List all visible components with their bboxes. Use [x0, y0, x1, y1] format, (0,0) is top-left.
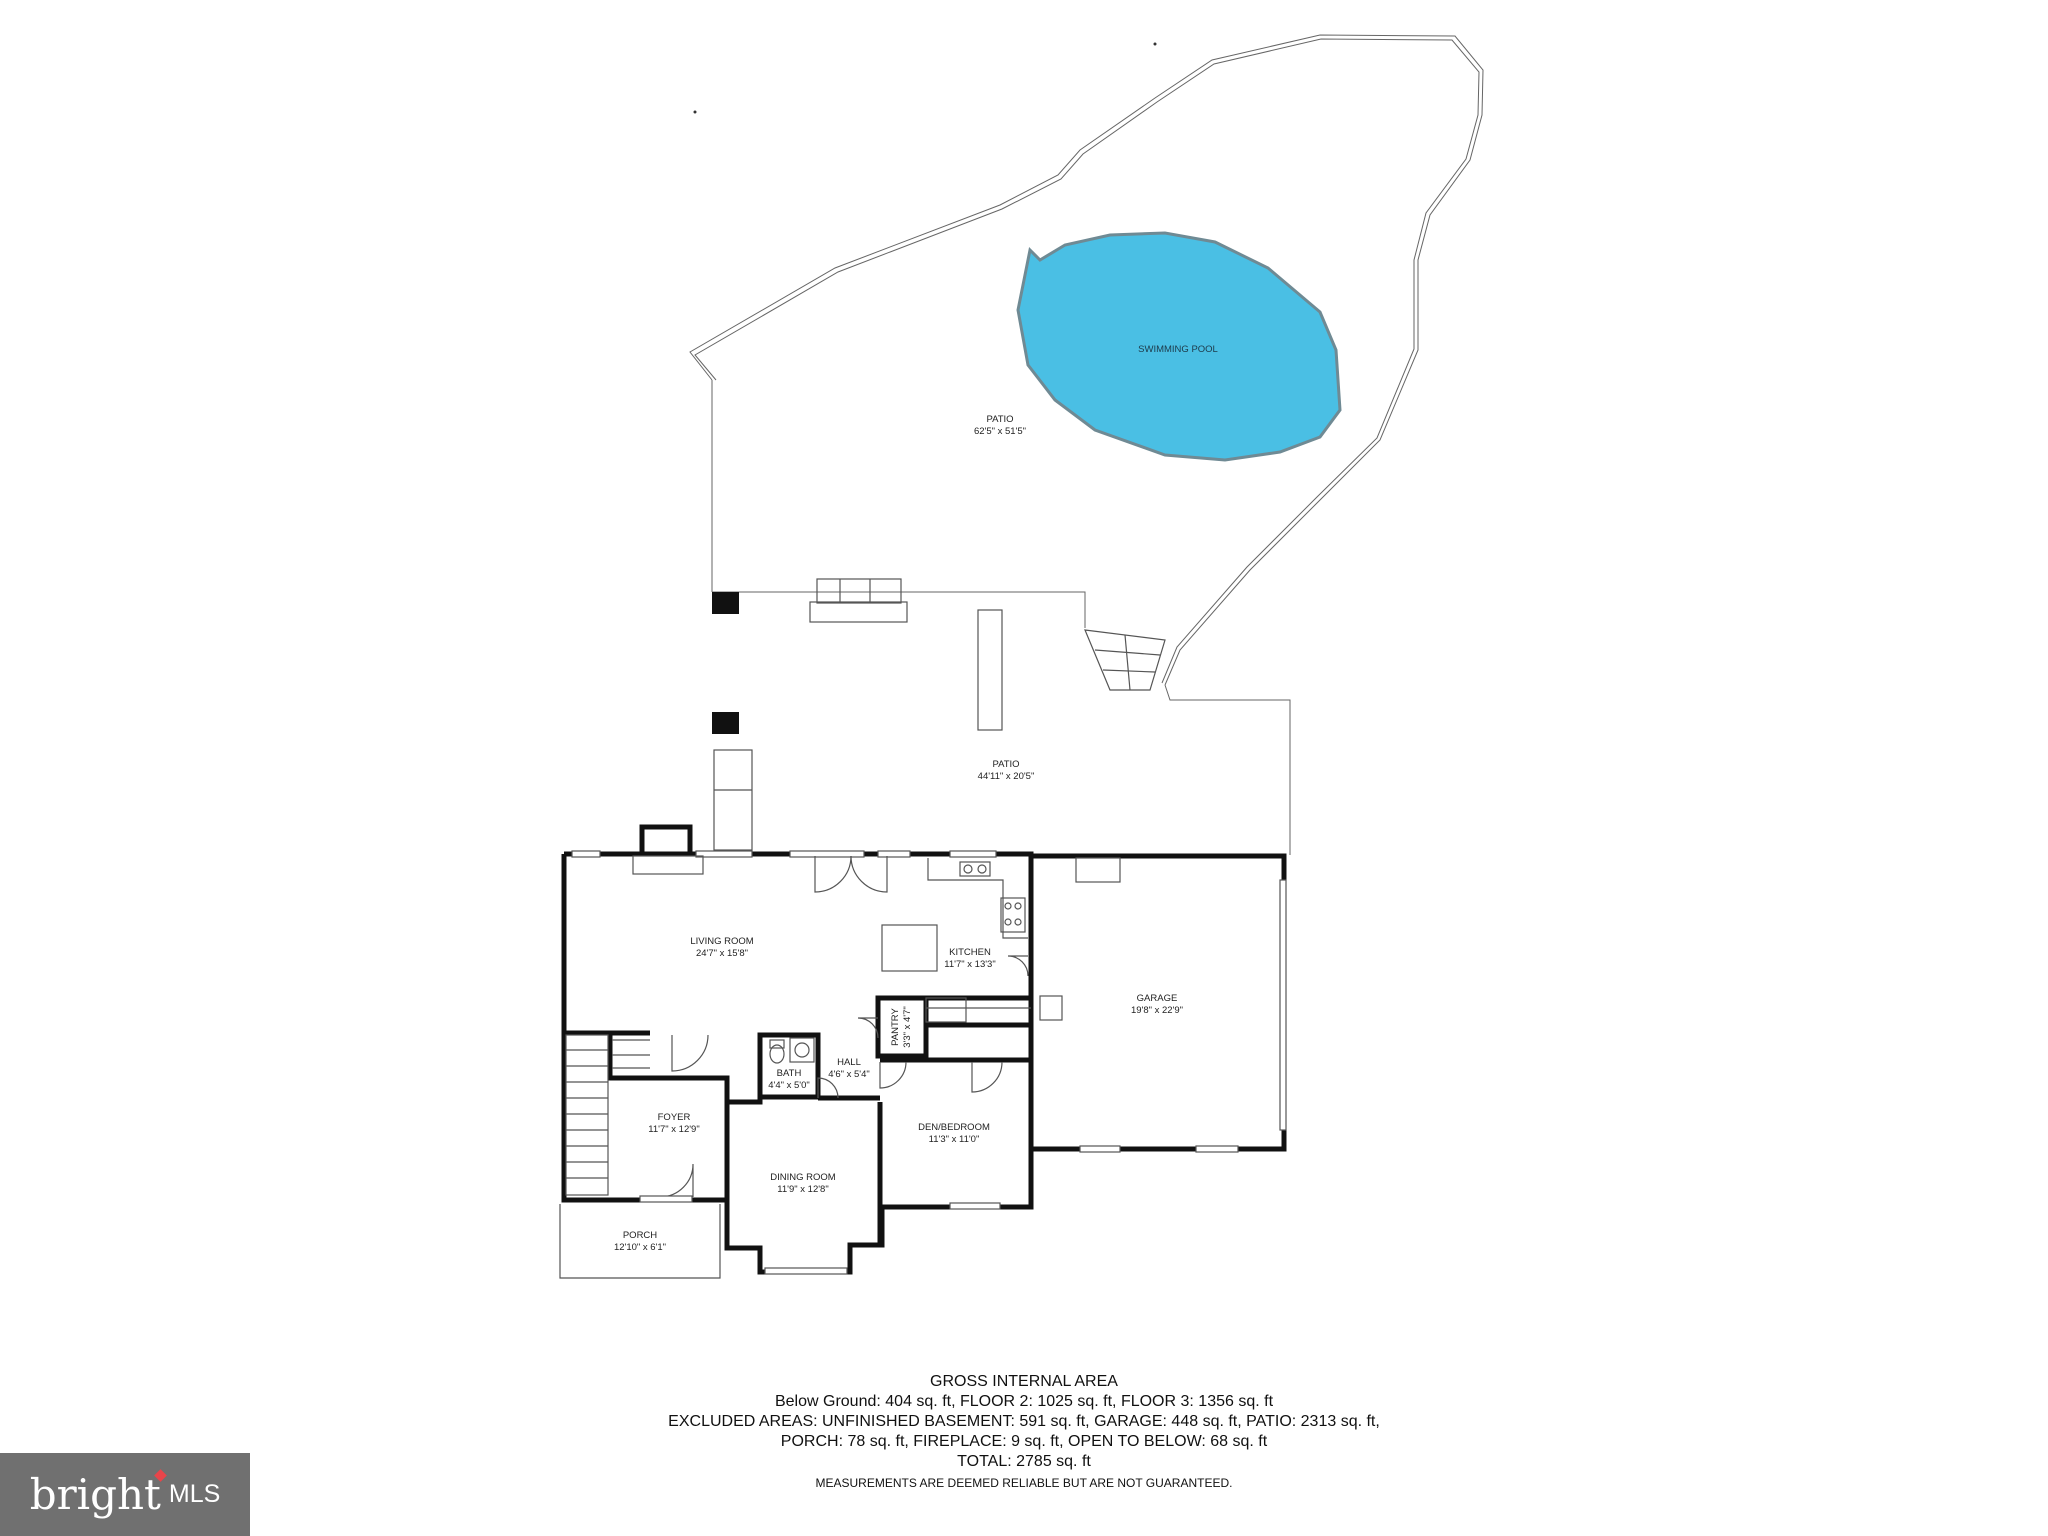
room-name: BATH	[777, 1068, 802, 1079]
room-name: PANTRY	[890, 1008, 901, 1046]
room-name: DEN/BEDROOM	[918, 1122, 990, 1133]
room-dims: 44'11" x 20'5"	[978, 771, 1035, 782]
area-line-2: EXCLUDED AREAS: UNFINISHED BASEMENT: 591…	[668, 1413, 1380, 1430]
area-disclaimer: MEASUREMENTS ARE DEEMED RELIABLE BUT ARE…	[815, 1476, 1233, 1490]
room-name: HALL	[837, 1057, 861, 1068]
marker-dot	[1153, 42, 1157, 46]
room-dims: 4'4" x 5'0"	[768, 1080, 810, 1091]
room-dims: 11'9" x 12'8"	[777, 1184, 828, 1195]
room-dims: 24'7" x 15'8"	[696, 948, 748, 959]
area-line-3: PORCH: 78 sq. ft, FIREPLACE: 9 sq. ft, O…	[780, 1433, 1268, 1450]
room-name: DINING ROOM	[770, 1172, 836, 1183]
gross-area-summary: GROSS INTERNAL AREA Below Ground: 404 sq…	[374, 1372, 1674, 1492]
house-details	[559, 850, 1287, 1279]
patio-fixtures	[713, 578, 1166, 851]
patio-boundary	[689, 34, 1484, 855]
logo-suffix: MLS	[168, 1480, 221, 1508]
area-total: TOTAL: 2785 sq. ft	[957, 1453, 1091, 1470]
room-dims: 11'7" x 12'9"	[648, 1124, 699, 1135]
room-dims: 11'3" x 11'0"	[929, 1134, 980, 1145]
room-dims: 11'7" x 13'3"	[944, 959, 995, 970]
patio-column	[712, 592, 739, 614]
room-name: LIVING ROOM	[690, 936, 753, 947]
bright-mls-logo: bright MLS	[0, 1453, 250, 1536]
room-dims: 12'10" x 6'1"	[614, 1242, 666, 1253]
swimming-pool	[1016, 231, 1342, 462]
room-name: FOYER	[658, 1112, 691, 1123]
room-name: PORCH	[623, 1230, 657, 1241]
room-dims: 62'5" x 51'5"	[974, 426, 1026, 437]
room-name: PATIO	[986, 414, 1013, 425]
room-dims: 19'8" x 22'9"	[1131, 1005, 1183, 1016]
room-labels: SWIMMING POOL PATIO 62'5" x 51'5" PATIO …	[614, 344, 1218, 1253]
area-title: GROSS INTERNAL AREA	[930, 1373, 1118, 1390]
room-name: PATIO	[992, 759, 1019, 770]
logo-brand: bright	[29, 1470, 161, 1519]
room-name: KITCHEN	[949, 947, 991, 958]
room-name: SWIMMING POOL	[1138, 344, 1218, 355]
area-line-1: Below Ground: 404 sq. ft, FLOOR 2: 1025 …	[774, 1393, 1274, 1410]
patio-column	[712, 712, 739, 734]
marker-dot	[693, 110, 697, 114]
room-dims: 3'3" x 4'7"	[902, 1006, 913, 1048]
room-dims: 4'6" x 5'4"	[828, 1069, 870, 1080]
room-name: GARAGE	[1137, 993, 1178, 1004]
